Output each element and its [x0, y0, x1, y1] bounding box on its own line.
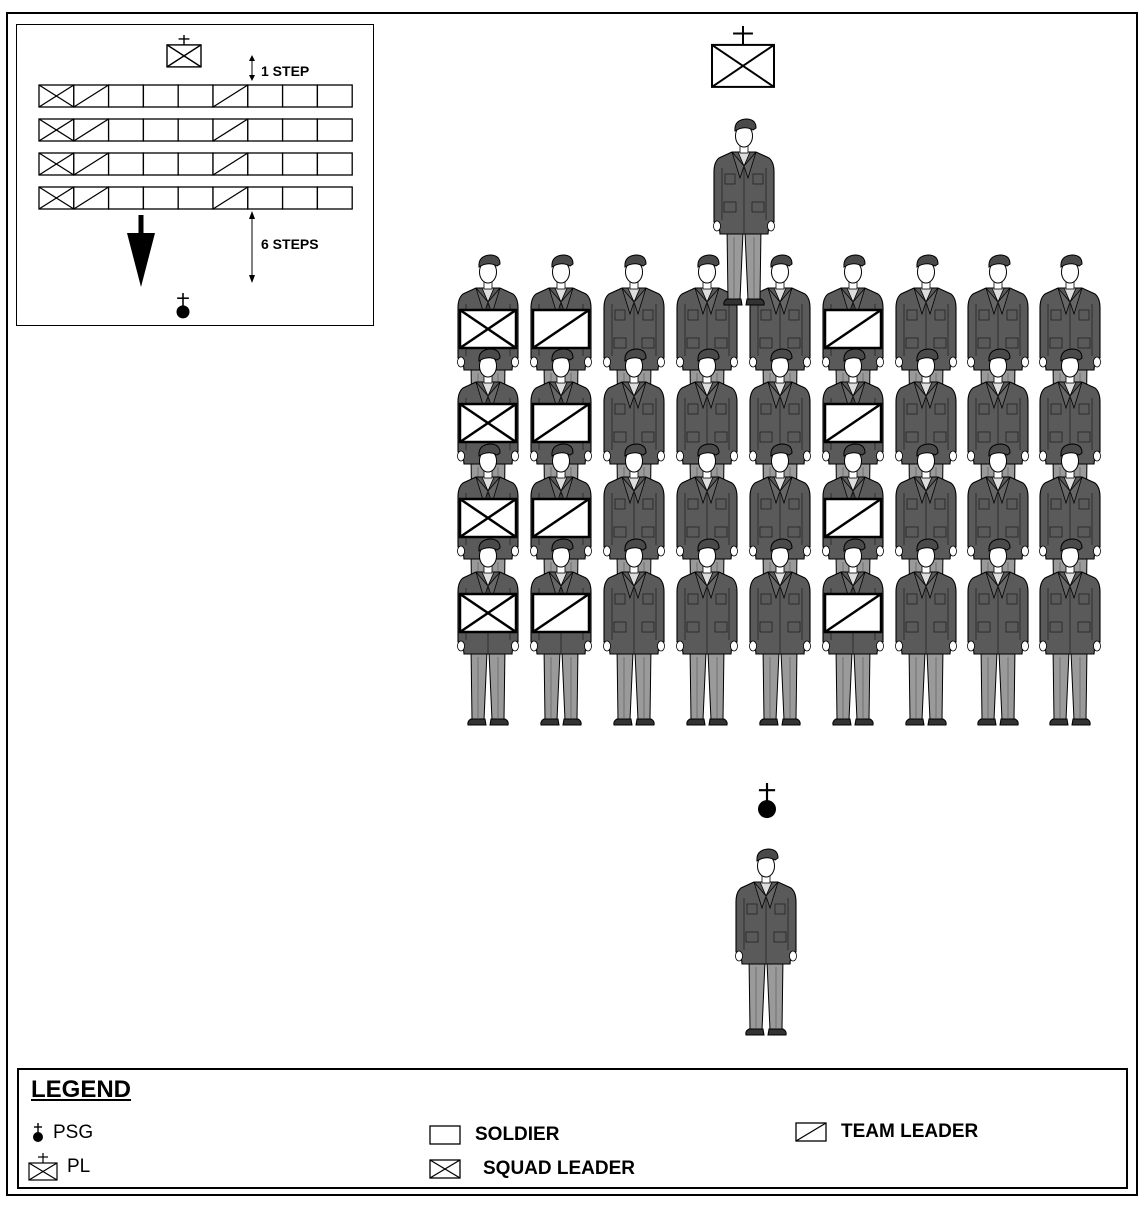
- legend-psg-label: PSG: [53, 1122, 94, 1143]
- diagram-frame: [6, 12, 1138, 1196]
- inset-soldier-cell: [107, 186, 145, 210]
- inset-soldier-cell: [316, 152, 353, 176]
- squad-leader-marker: [458, 592, 518, 634]
- inset-soldier-cell: [177, 118, 214, 142]
- team-leader-marker: [531, 402, 591, 444]
- squad-leader-marker: [458, 402, 518, 444]
- inset-soldier-cell: [281, 186, 319, 210]
- inset-soldier-cell: [177, 84, 214, 108]
- team-leader-marker: [531, 497, 591, 539]
- inset-team-leader-cell: [212, 152, 249, 176]
- inset-squad-leader-cell: [38, 118, 75, 142]
- inset-soldier-cell: [316, 186, 353, 210]
- legend-soldier-label: SOLDIER: [475, 1124, 560, 1145]
- soldier-icon: [429, 1125, 461, 1145]
- team-leader-marker: [823, 497, 883, 539]
- soldier-figure: [676, 538, 738, 726]
- inset-soldier-cell: [247, 152, 284, 176]
- inset-soldier-cell: [107, 118, 145, 142]
- pl-marker: [711, 26, 775, 88]
- inset-team-leader-cell: [212, 118, 249, 142]
- legend-team-leader: TEAM LEADER: [795, 1121, 978, 1143]
- soldier-figure: [895, 538, 957, 726]
- inset-soldier-cell: [142, 118, 179, 142]
- inset-team-leader-cell: [73, 84, 110, 108]
- legend-soldier: SOLDIER: [429, 1124, 559, 1146]
- six-steps-arrow: [249, 211, 255, 283]
- inset-team-leader-cell: [73, 118, 110, 142]
- psg-marker: [758, 783, 776, 819]
- soldier-figure: [895, 443, 957, 631]
- soldiers-layer: [457, 254, 1101, 726]
- team-leader-marker: [823, 592, 883, 634]
- inset-soldier-cell: [142, 84, 179, 108]
- team-leader-marker: [823, 402, 883, 444]
- inset-squad-leader-cell: [38, 152, 75, 176]
- inset-soldier-cell: [247, 118, 284, 142]
- soldier-figure: [967, 538, 1029, 726]
- inset-squad-leader-cell: [38, 84, 75, 108]
- inset-soldier-cell: [142, 152, 179, 176]
- leaders-layer: [713, 118, 775, 306]
- one-step-label: 1 STEP: [261, 63, 309, 79]
- inset-soldier-cell: [247, 186, 284, 210]
- symbols-layer: [458, 308, 883, 634]
- team-leader-marker: [531, 308, 591, 350]
- inset-soldier-cell: [281, 118, 319, 142]
- legend-team-leader-label: TEAM LEADER: [841, 1121, 979, 1142]
- team-leader-icon: [795, 1122, 827, 1142]
- psg-icon: [33, 1123, 43, 1142]
- inset-squad-leader-cell: [38, 186, 75, 210]
- pl-icon: [28, 1153, 58, 1181]
- inset-team-leader-cell: [212, 186, 249, 210]
- platoon-sergeant-figure: [735, 848, 797, 1036]
- inset-schematic: 1 STEP 6 STEPS: [38, 35, 353, 319]
- soldier-figure: [1039, 538, 1101, 726]
- inset-team-leader-cell: [73, 186, 110, 210]
- inset-pl-marker: [166, 35, 202, 68]
- inset-soldier-cell: [247, 84, 284, 108]
- inset-team-leader-cell: [212, 84, 249, 108]
- squad-leader-marker: [458, 308, 518, 350]
- legend: LEGEND PSG PL SOLDIER SQUAD LEADER: [17, 1068, 1128, 1189]
- formation-inset: 1 STEP 6 STEPS: [16, 24, 374, 326]
- inset-soldier-cell: [281, 152, 319, 176]
- inset-soldier-cell: [281, 84, 319, 108]
- legend-pl-label: PL: [67, 1156, 91, 1177]
- inset-pl-symbol: [166, 35, 202, 68]
- inset-soldier-cell: [316, 118, 353, 142]
- team-leader-marker: [823, 308, 883, 350]
- inset-soldier-cell: [177, 186, 214, 210]
- inset-rows: [38, 84, 353, 210]
- soldier-figure: [749, 538, 811, 726]
- one-step-arrow: [249, 55, 255, 81]
- direction-of-march-arrow: [127, 215, 155, 287]
- soldier-figure: [603, 538, 665, 726]
- inset-psg-marker: [176, 293, 190, 319]
- legend-pl: PL: [27, 1152, 90, 1182]
- squad-leader-marker: [458, 497, 518, 539]
- inset-soldier-cell: [107, 84, 145, 108]
- legend-psg: PSG: [31, 1122, 93, 1144]
- legend-squad-leader-label: SQUAD LEADER: [483, 1158, 636, 1179]
- inset-team-leader-cell: [73, 152, 110, 176]
- six-steps-label: 6 STEPS: [261, 236, 319, 252]
- inset-soldier-cell: [142, 186, 179, 210]
- squad-leader-icon: [429, 1159, 461, 1179]
- legend-squad-leader: SQUAD LEADER: [429, 1158, 635, 1180]
- platoon-leader-figure: [713, 118, 775, 306]
- inset-soldier-cell: [316, 84, 353, 108]
- legend-title: LEGEND: [31, 1076, 132, 1103]
- inset-soldier-cell: [107, 152, 145, 176]
- team-leader-marker: [531, 592, 591, 634]
- inset-psg-symbol: [176, 293, 190, 319]
- inset-soldier-cell: [177, 152, 214, 176]
